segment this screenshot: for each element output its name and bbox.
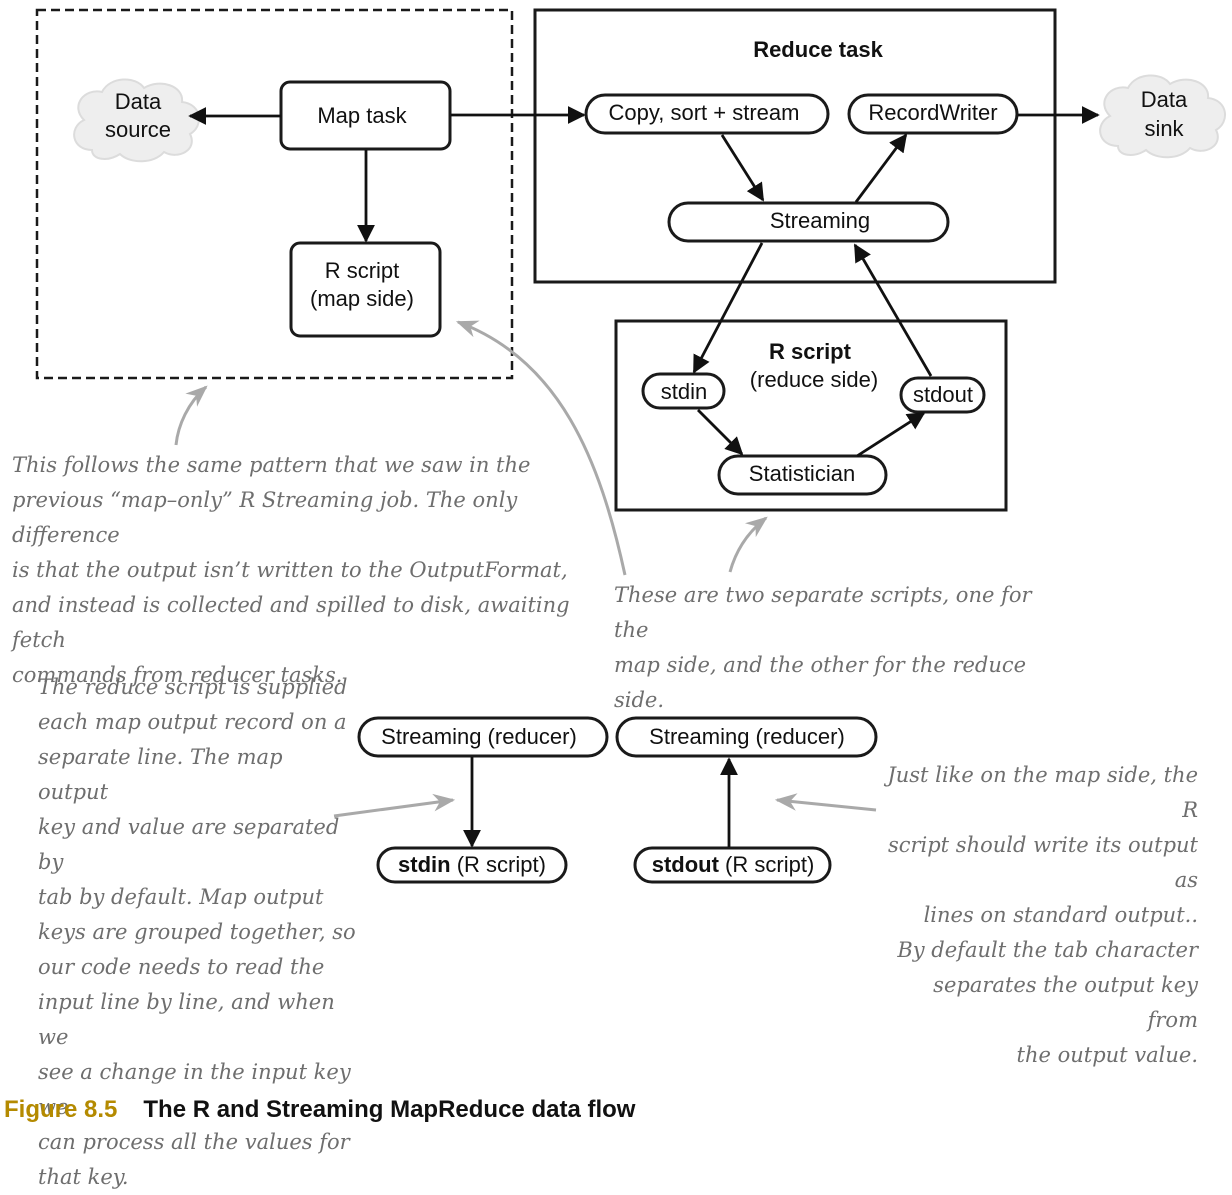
data-flow-diagram: Reduce task R script (reduce side) Data …	[35, 8, 1226, 884]
data-sink-label-line2: sink	[1144, 116, 1184, 141]
two-scripts-annotation: These are two separate scripts, one for …	[614, 583, 1032, 712]
stdin-node	[641, 372, 726, 410]
map-task-label: Map task	[317, 103, 407, 128]
stdin-r-script-label-rest: (R script)	[451, 852, 546, 877]
reduce-task-frame	[533, 8, 1057, 284]
map-side-annotation: This follows the same pattern that we sa…	[12, 453, 570, 687]
data-source-label-line1: Data	[115, 89, 162, 114]
edge-statistician-to-stdout	[856, 411, 926, 458]
streaming-label: Streaming	[770, 208, 870, 233]
r-script-reduce-title: R script	[769, 339, 852, 364]
data-source-label-line2: source	[105, 117, 171, 142]
annotation-arrow-scripts-note-reduce	[728, 516, 768, 573]
stdout-r-script-label-bold: stdout	[652, 852, 720, 877]
annotation-arrow-reduce-note	[333, 793, 456, 818]
figure-number: Figure 8.5	[4, 1096, 118, 1123]
r-script-reduce-frame	[614, 319, 1008, 512]
data-sink-label-line1: Data	[1141, 87, 1188, 112]
streaming-reducer-right-label: Streaming (reducer)	[649, 724, 845, 749]
figure-title: The R and Streaming MapReduce data flow	[143, 1096, 636, 1123]
r-script-map-label-line1: R script	[325, 258, 400, 283]
edge-stdout-to-streaming	[853, 243, 933, 377]
map-side-container	[35, 8, 514, 380]
data-source-cloud: Data source	[73, 78, 200, 163]
edge-streaming-to-record-writer	[854, 133, 908, 203]
output-annotation: Just like on the map side, the R script …	[887, 763, 1198, 1067]
annotation-arrow-map-note	[174, 385, 208, 446]
r-script-map-label-line2: (map side)	[310, 286, 414, 311]
stdin-label: stdin	[661, 379, 707, 404]
stdin-r-script-label: stdin (R script)	[398, 852, 546, 877]
stdout-r-script-label-rest: (R script)	[719, 852, 814, 877]
stdout-node	[899, 376, 986, 414]
stdout-r-script-node	[633, 846, 832, 884]
r-script-reduce-subtitle: (reduce side)	[750, 367, 878, 392]
annotation-arrow-scripts-note-map	[455, 320, 627, 576]
reduce-task-title: Reduce task	[753, 37, 883, 62]
streaming-reducer-left-label: Streaming (reducer)	[381, 724, 577, 749]
annotation-arrow-output-note	[774, 793, 877, 812]
streaming-node	[667, 201, 950, 243]
r-script-map-box	[289, 241, 442, 338]
stdin-r-script-label-bold: stdin	[398, 852, 451, 877]
stdin-r-script-node	[376, 846, 568, 884]
record-writer-label: RecordWriter	[868, 100, 997, 125]
edge-stdin-to-statistician	[697, 409, 744, 456]
copy-sort-stream-label: Copy, sort + stream	[609, 100, 800, 125]
edge-copy-sort-stream-to-streaming	[720, 134, 765, 202]
stdout-r-script-label: stdout (R script)	[652, 852, 815, 877]
statistician-label: Statistician	[749, 461, 855, 486]
data-sink-cloud: Data sink	[1099, 74, 1226, 159]
streaming-reducer-left-node	[357, 716, 609, 758]
edge-streaming-to-stdin	[692, 242, 764, 374]
figure-caption: Figure 8.5 The R and Streaming MapReduce …	[4, 1096, 635, 1124]
record-writer-node	[847, 93, 1019, 135]
copy-sort-stream-node	[584, 93, 830, 135]
streaming-reducer-right-node	[615, 716, 878, 758]
statistician-node	[717, 454, 888, 496]
stdout-label: stdout	[913, 382, 973, 407]
